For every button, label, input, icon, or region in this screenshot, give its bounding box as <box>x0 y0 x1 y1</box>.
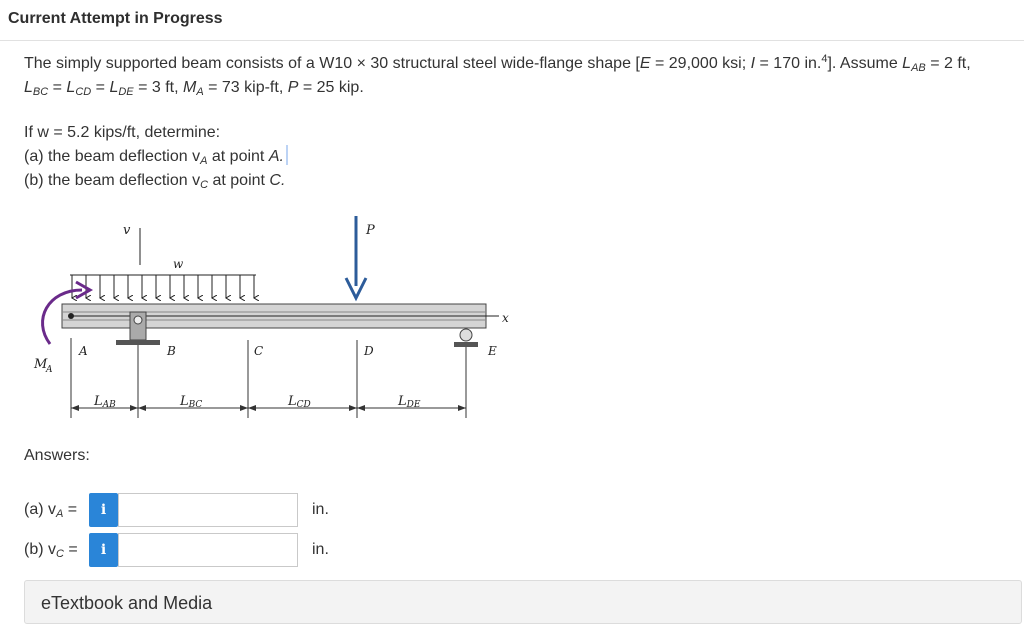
moment-sub: A <box>196 86 204 98</box>
answers-heading: Answers: <box>24 447 90 464</box>
question-b: (b) the beam deflection vC at point C. <box>24 169 288 193</box>
question-text: at point <box>207 148 269 165</box>
equals: = <box>48 79 67 96</box>
point-label: C. <box>269 172 286 189</box>
moment-arrow <box>41 280 94 345</box>
inertia-symbol: I <box>750 55 756 72</box>
dim-label-lde: LDE <box>397 394 421 410</box>
point-d-label: D <box>363 344 374 358</box>
x-label: x <box>502 311 509 325</box>
problem-text: The simply supported beam consists of a … <box>24 55 640 72</box>
etextbook-media-label: eTextbook and Media <box>41 593 213 613</box>
point-load-arrow <box>344 216 368 302</box>
p-label: P <box>365 223 375 238</box>
distributed-load-arrows <box>72 275 254 298</box>
equals: = <box>91 79 110 96</box>
point-b-label: B <box>166 344 176 358</box>
question-text: (a) the beam deflection v <box>24 148 201 165</box>
question-text: at point <box>208 172 270 189</box>
point-c-label: C <box>254 344 263 358</box>
load-symbol: P <box>287 79 299 96</box>
ma-label: M <box>33 357 48 372</box>
question-sub: C <box>200 179 209 191</box>
pin-support-b <box>116 311 160 345</box>
length-ab-value: = 2 ft, <box>925 55 971 72</box>
load-value: = 25 kip. <box>298 79 364 96</box>
dim-label-lcd: LCD <box>287 394 311 410</box>
inertia-exponent: 4 <box>821 53 828 65</box>
answer-a-unit: in. <box>312 501 329 518</box>
question-text: (b) the beam deflection v <box>24 172 201 189</box>
question-a: (a) the beam deflection vA at point A. <box>24 145 288 169</box>
page-title: Current Attempt in Progress <box>8 10 223 27</box>
length-symbol: L <box>109 79 119 96</box>
dim-label-lab: LAB <box>93 394 116 410</box>
header-bar: Current Attempt in Progress <box>0 0 1024 41</box>
length-sub-ab: AB <box>911 62 926 74</box>
length-sub-cd: CD <box>75 86 92 98</box>
problem-statement: The simply supported beam consists of a … <box>24 52 1014 100</box>
inertia-value: = 170 in. <box>755 55 822 72</box>
dim-label-lbc: LBC <box>179 394 202 410</box>
ma-sub: A <box>45 365 53 375</box>
question-sub: A <box>200 155 208 167</box>
point-label: A. <box>268 148 284 165</box>
load-condition: If w = 5.2 kips/ft, determine: <box>24 124 221 141</box>
problem-text: ]. Assume <box>827 55 903 72</box>
length-symbol: L <box>24 79 33 96</box>
answer-b-unit: in. <box>312 541 329 558</box>
w-label: w <box>173 257 184 271</box>
text-cursor <box>285 145 288 165</box>
answer-row-b: (b) vC = i in. <box>24 533 424 567</box>
length-value: = 3 ft, <box>133 79 183 96</box>
length-sub-de: DE <box>118 86 134 98</box>
info-icon[interactable]: i <box>89 533 118 567</box>
point-e-label: E <box>487 344 497 358</box>
dimension-ticks <box>71 405 466 411</box>
info-icon[interactable]: i <box>89 493 118 527</box>
point-a-label: A <box>78 344 88 358</box>
moment-symbol: M <box>183 79 197 96</box>
answer-b-input[interactable] <box>118 533 298 567</box>
question-block: If w = 5.2 kips/ft, determine: (a) the b… <box>24 121 288 193</box>
v-label: v <box>123 223 131 238</box>
beam-diagram: v w P x M A <box>33 216 509 418</box>
length-sub-bc: BC <box>32 86 49 98</box>
answer-a-input[interactable] <box>118 493 298 527</box>
modulus-value: = 29,000 ksi; <box>650 55 751 72</box>
answer-row-a: (a) vA = i in. <box>24 493 424 527</box>
modulus-symbol: E <box>639 55 651 72</box>
answer-a-label: (a) vA = <box>24 501 78 520</box>
answer-b-label: (b) vC = <box>24 541 78 560</box>
length-symbol: L <box>902 55 912 72</box>
length-symbol: L <box>66 79 76 96</box>
etextbook-media-panel[interactable]: eTextbook and Media <box>24 580 1022 624</box>
roller-support-e <box>454 328 478 347</box>
moment-value: = 73 kip-ft, <box>203 79 288 96</box>
